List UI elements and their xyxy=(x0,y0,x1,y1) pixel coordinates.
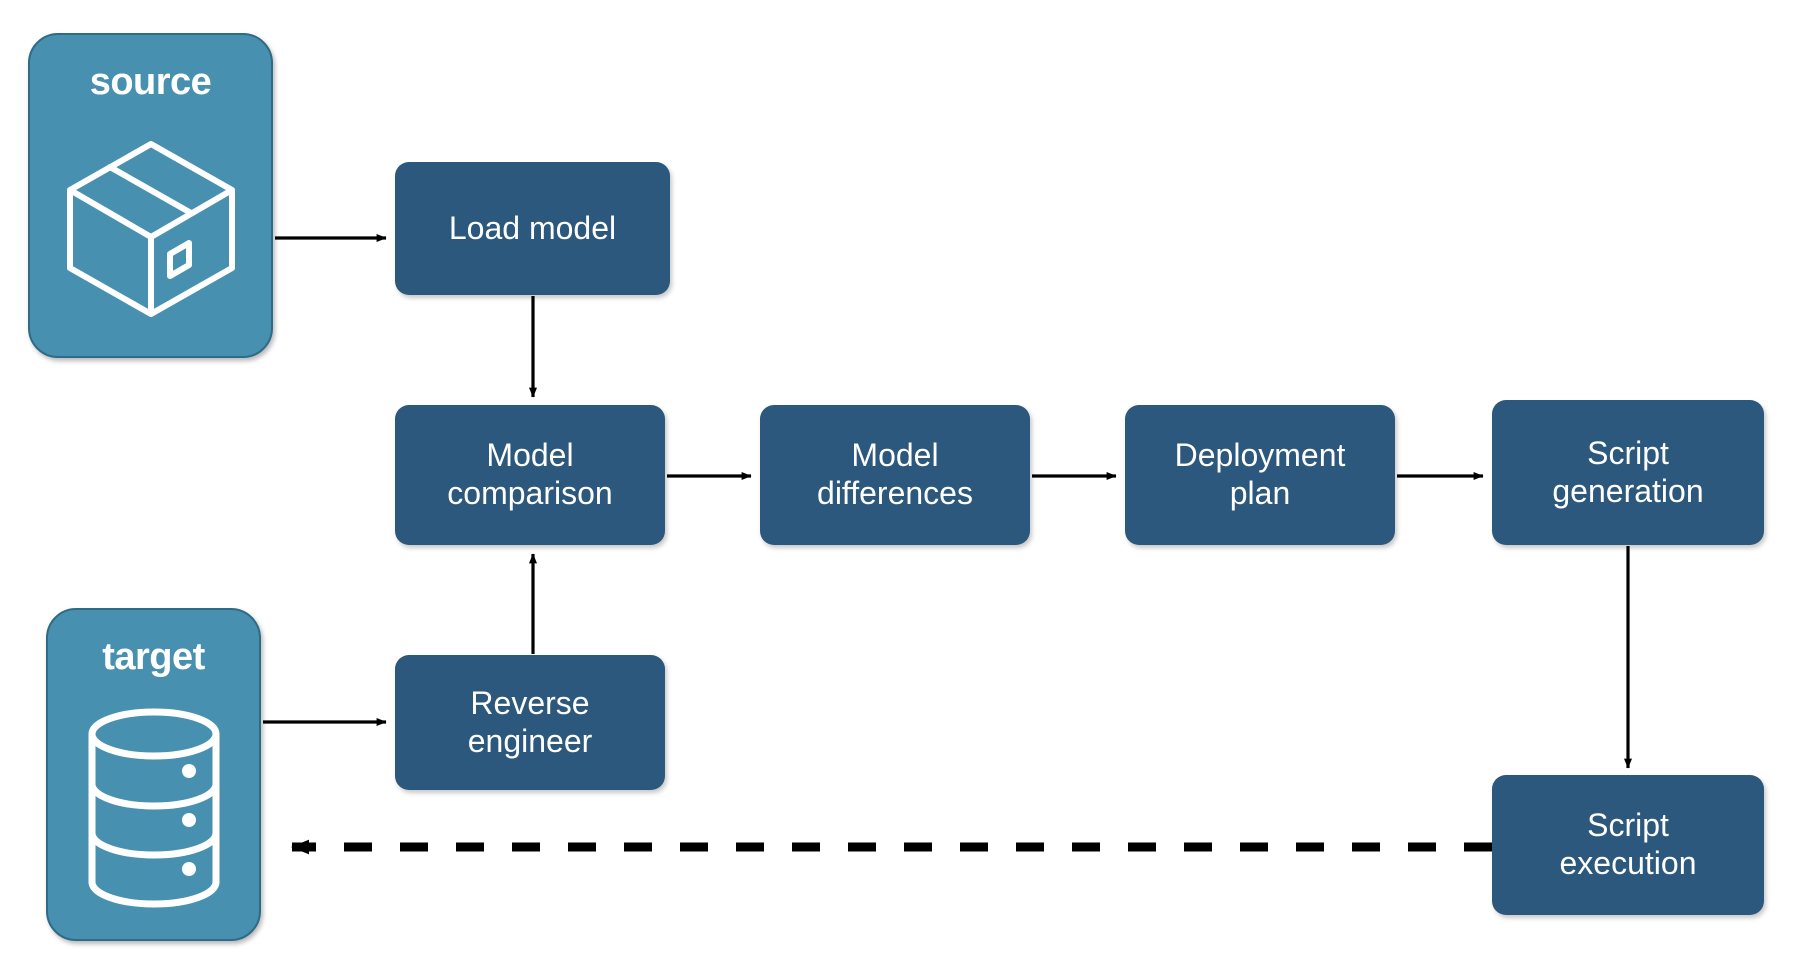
package-box-icon xyxy=(30,101,271,356)
process-label-line-1: Script xyxy=(1587,807,1669,844)
process-label-model-comparison: Model comparison xyxy=(447,437,612,513)
process-label-script-execution: Script execution xyxy=(1560,807,1697,883)
process-label-line-2: engineer xyxy=(467,722,593,759)
endpoint-card-source[interactable]: source xyxy=(28,33,273,358)
endpoint-label-source: source xyxy=(89,61,212,103)
process-label-line-1: Model xyxy=(851,437,939,474)
process-box-deployment-plan[interactable]: Deployment plan xyxy=(1125,405,1395,545)
process-label-line-2: generation xyxy=(1552,472,1704,509)
database-cylinder-icon xyxy=(48,676,259,939)
process-label-line-2: plan xyxy=(1229,475,1291,511)
endpoint-card-target[interactable]: target xyxy=(46,608,261,941)
process-box-reverse-engineer[interactable]: Reverse engineer xyxy=(395,655,665,790)
process-box-load-model[interactable]: Load model xyxy=(395,162,670,295)
process-box-model-differences[interactable]: Model differences xyxy=(760,405,1030,545)
process-label-line-2: differences xyxy=(817,475,973,511)
process-label-line-1: Deployment xyxy=(1174,437,1346,474)
process-label-line-1: Script xyxy=(1587,434,1669,471)
process-label-line-2: comparison xyxy=(447,475,613,511)
process-label-deployment-plan: Deployment plan xyxy=(1175,437,1346,513)
process-box-model-comparison[interactable]: Model comparison xyxy=(395,405,665,545)
process-box-script-execution[interactable]: Script execution xyxy=(1492,775,1764,915)
process-label-line-2: execution xyxy=(1559,845,1697,881)
process-box-script-generation[interactable]: Script generation xyxy=(1492,400,1764,545)
process-label-line-1: Reverse xyxy=(470,684,590,721)
process-label-reverse-engineer: Reverse engineer xyxy=(468,685,593,761)
process-label-model-differences: Model differences xyxy=(817,437,973,513)
process-label-load-model: Load model xyxy=(448,209,617,246)
process-label-script-generation: Script generation xyxy=(1552,435,1703,511)
endpoint-label-target: target xyxy=(102,636,205,678)
process-label-line-1: Model xyxy=(486,437,574,474)
